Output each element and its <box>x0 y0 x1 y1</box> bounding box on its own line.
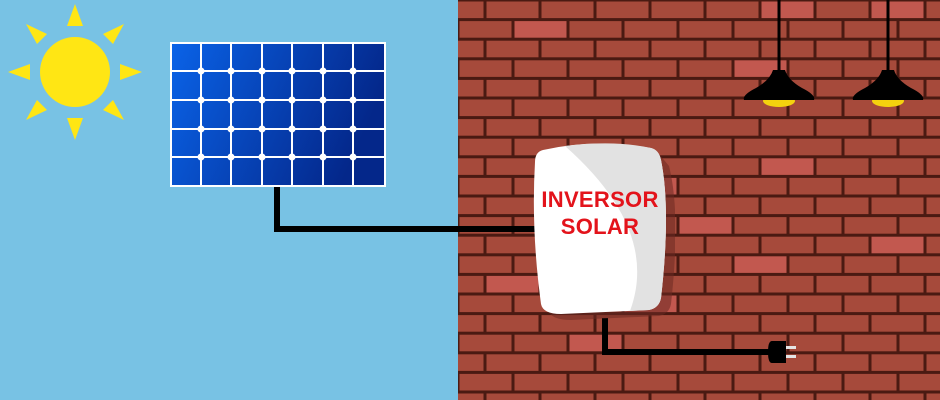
inverter <box>533 143 675 320</box>
lamp-icon <box>852 0 924 107</box>
inverter-label: INVERSOR SOLAR <box>530 186 670 240</box>
pendant-lamps <box>743 0 924 107</box>
sun-icon <box>8 4 142 140</box>
inverter-label-line1: INVERSOR <box>541 187 659 212</box>
power-plug-icon <box>768 341 796 363</box>
lamp-icon <box>743 0 815 107</box>
solar-panel <box>170 42 386 187</box>
inverter-label-line2: SOLAR <box>560 214 640 239</box>
